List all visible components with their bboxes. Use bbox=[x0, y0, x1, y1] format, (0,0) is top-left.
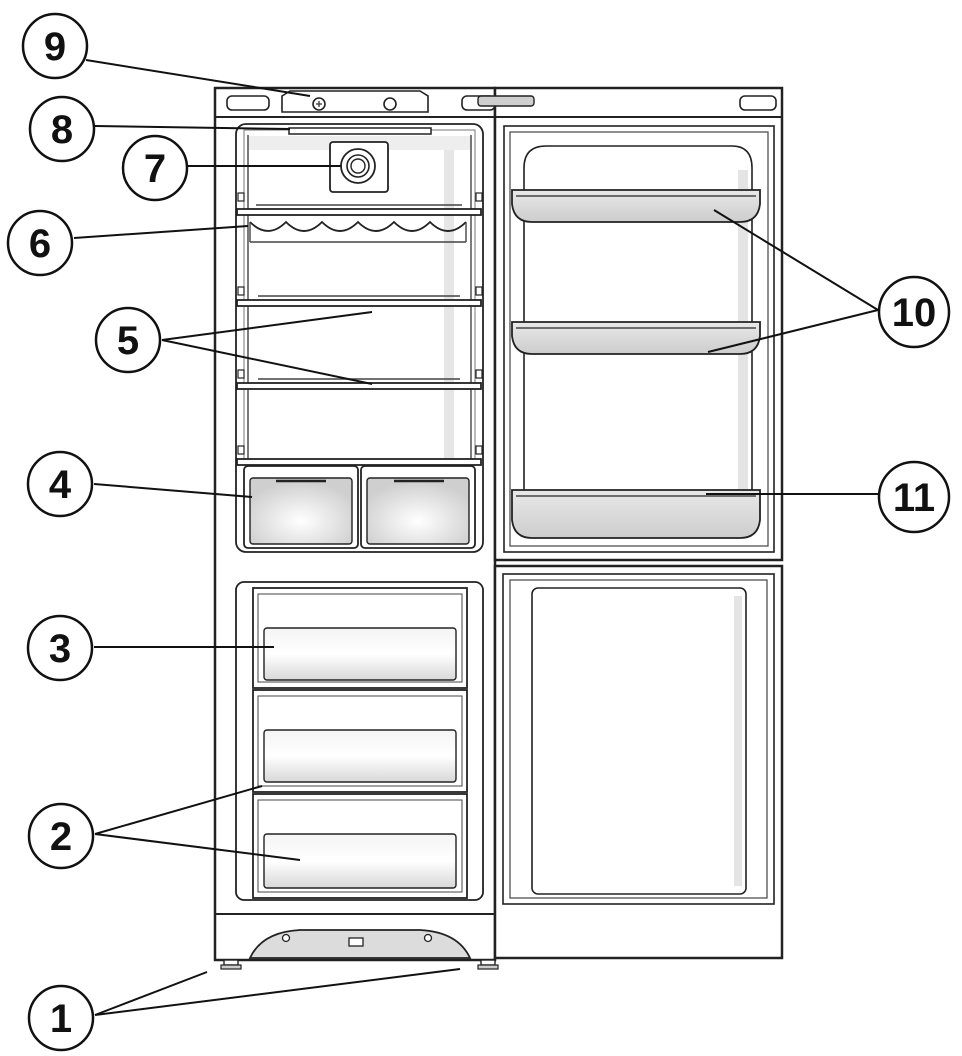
wine-rack-shelf[interactable] bbox=[236, 204, 482, 243]
callout-label: 11 bbox=[893, 476, 935, 520]
callout-label: 5 bbox=[117, 319, 139, 363]
cabinet bbox=[213, 86, 499, 970]
callout-label: 4 bbox=[49, 463, 72, 507]
callout-11: 11 bbox=[877, 460, 951, 534]
door-bottle-shelf[interactable] bbox=[511, 489, 761, 539]
adjustable-foot-left[interactable] bbox=[220, 959, 242, 970]
callout-label: 3 bbox=[49, 627, 71, 671]
door-shelf-top[interactable] bbox=[511, 189, 761, 223]
callout-label: 7 bbox=[144, 147, 166, 191]
shelf-supports bbox=[237, 192, 483, 455]
callout-label: 10 bbox=[892, 291, 937, 335]
adjustable-foot-right[interactable] bbox=[477, 959, 499, 970]
callout-9: 9 bbox=[21, 12, 89, 80]
callout-4: 4 bbox=[26, 450, 94, 518]
callout-2: 2 bbox=[27, 802, 95, 870]
indicator-light-icon bbox=[383, 97, 397, 111]
callout-8: 8 bbox=[28, 95, 96, 163]
callout-1: 1 bbox=[27, 984, 95, 1052]
callout-6: 6 bbox=[6, 209, 74, 277]
callout-5: 5 bbox=[94, 306, 162, 374]
crisper-drawer-left[interactable] bbox=[243, 465, 359, 549]
fridge-door[interactable] bbox=[477, 86, 784, 562]
light-bar bbox=[288, 127, 432, 135]
callout-7: 7 bbox=[121, 134, 189, 202]
door-shelf-middle[interactable] bbox=[511, 321, 761, 355]
top-slot-left bbox=[226, 95, 270, 111]
freezer-drawer-bottom[interactable] bbox=[252, 793, 468, 899]
callout-label: 6 bbox=[29, 222, 51, 266]
leader-lines bbox=[73, 59, 879, 1016]
glass-shelf[interactable] bbox=[236, 295, 482, 307]
door-handle[interactable] bbox=[477, 95, 535, 107]
freezer-door[interactable] bbox=[493, 564, 784, 960]
callout-label: 2 bbox=[50, 815, 72, 859]
callout-10: 10 bbox=[877, 275, 951, 349]
callout-label: 9 bbox=[44, 25, 66, 69]
freezer-drawer-middle[interactable] bbox=[252, 689, 468, 793]
freezer-drawer-top[interactable] bbox=[252, 587, 468, 689]
glass-shelf[interactable] bbox=[236, 378, 482, 390]
callout-label: 8 bbox=[51, 108, 73, 152]
crisper-drawer-right[interactable] bbox=[360, 465, 476, 549]
callout-3: 3 bbox=[26, 614, 94, 682]
callout-label: 1 bbox=[50, 997, 72, 1041]
